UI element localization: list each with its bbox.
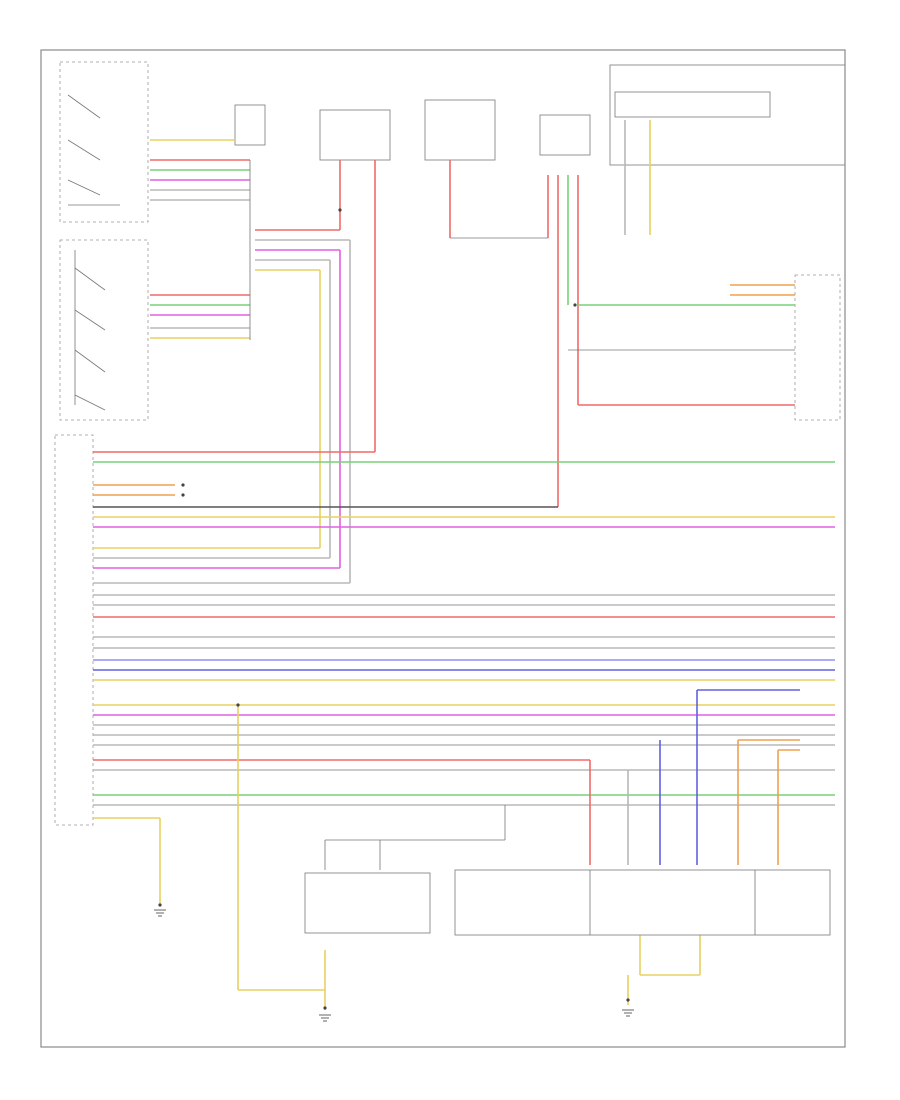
ground-symbols [154, 909, 634, 1022]
fuse-block-center [424, 99, 496, 161]
splice-dots [158, 208, 630, 1010]
left-front-door-lock-box [454, 869, 831, 936]
diagram-frame [40, 49, 846, 1048]
fuse-block-left [319, 109, 391, 161]
instrument-cluster-box [609, 64, 846, 166]
mirror-switch-contacts [67, 94, 120, 206]
mirror-motor-box [234, 104, 266, 146]
instrument-cluster-inner [614, 91, 771, 118]
lower-vertical-drops [159, 689, 800, 1010]
central-control-box [539, 114, 591, 156]
window-switch-contacts [74, 250, 106, 411]
window-switch-box [59, 239, 149, 421]
left-door-module-connector [54, 434, 94, 826]
mirror-switch-box [59, 61, 149, 223]
engine-control-box [794, 274, 841, 421]
upper-harness-wires [150, 139, 350, 340]
left-door-warning-lamp-box [304, 872, 431, 934]
fuse-vertical-drops [319, 120, 795, 583]
main-bus-wires [93, 451, 835, 819]
